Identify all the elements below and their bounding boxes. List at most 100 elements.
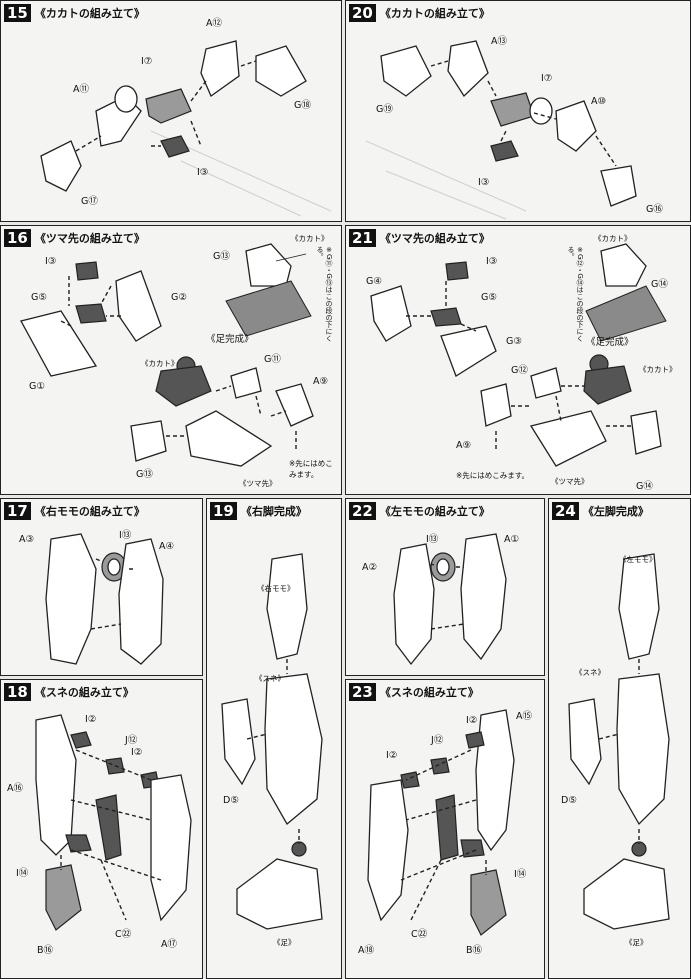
step-title: 《ツマ先の組み立て》 [379,232,490,245]
part-g16 [600,165,637,207]
step-23-header: 23 《スネの組み立て》 [349,683,479,701]
label-d5: D⑤ [561,795,577,806]
step-title: 《スネの組み立て》 [34,686,134,699]
step-22-header: 22 《左モモの組み立て》 [349,502,490,520]
step-title: 《左脚完成》 [582,505,649,518]
part-i3 [75,261,99,281]
step-title: 《左モモの組み立て》 [379,505,490,518]
part-b16 [45,864,82,931]
part-detail-heel [600,243,647,287]
label-a12: A⑫ [206,18,222,29]
label-a10: A⑩ [591,96,607,107]
label-a13: A⑬ [491,36,507,47]
label-c22: C㉒ [411,929,428,940]
label-a1: A① [504,534,520,545]
step-18-header: 18 《スネの組み立て》 [4,683,134,701]
part-a15 [475,709,515,852]
part-a10 [555,100,597,152]
label-foot: 《足》 [273,938,296,947]
label-a17: A⑰ [161,939,177,950]
label-g5: G⑤ [481,292,497,303]
step-title: 《スネの組み立て》 [379,686,479,699]
label-j12: J⑫ [431,735,444,746]
sub-title-foot-complete: 《足完成》 [586,337,634,348]
label-right-thigh: 《右モモ》 [257,584,295,593]
step-20-panel: 20 《カカトの組み立て》 A⑬ I⑦ A⑩ G⑲ I③ G⑯ [345,0,691,222]
part-shin [264,673,323,825]
part-i3 [160,135,190,158]
part-a3 [45,533,97,665]
label-kakato-detail: 《カカト》 [291,234,329,243]
step-24-illustration [568,553,670,930]
label-shin: 《スネ》 [575,668,605,677]
label-i3: I③ [197,167,209,178]
label-g14: G⑭ [636,481,653,492]
label-g17: G⑰ [81,196,98,207]
label-i3: I③ [45,256,57,267]
part-j12 [430,757,450,775]
label-i7: I⑦ [541,73,553,84]
step-21-illustration [370,243,667,467]
label-d5: D⑤ [223,795,239,806]
step-15-illustration [40,40,332,217]
note-insert-first: ※先にはめこみます。 [456,471,530,480]
part-shin [616,673,670,826]
label-g3: G③ [506,336,522,347]
label-kakato: 《カカト》 [141,359,179,368]
label-g1: G① [29,381,45,392]
label-g18: G⑱ [294,100,311,111]
label-g13: G⑬ [136,469,153,480]
part-kakato [583,365,632,405]
part-a2 [393,543,435,666]
label-tsumasaki: 《ツマ先》 [551,477,589,486]
part-g14 [630,410,662,455]
step-title: 《カカトの組み立て》 [34,7,145,20]
step-17-panel: 17 《右モモの組み立て》 A③ I⑬ A④ [0,498,203,676]
part-kakato [155,365,212,407]
label-a15: A⑮ [516,711,532,722]
step-title: 《右脚完成》 [240,505,307,518]
label-g19: G⑲ [376,104,393,115]
label-i3: I③ [478,177,490,188]
label-shin: 《スネ》 [255,674,285,683]
part-a1 [460,533,507,661]
step-20-header: 20 《カカトの組み立て》 [349,4,490,22]
step-number: 21 [349,229,376,247]
label-a4: A④ [159,541,175,552]
part-a16 [35,714,77,856]
part-a17 [150,774,192,922]
label-b16: B⑯ [466,945,483,956]
label-i2-top: I② [85,714,97,725]
step-21-panel: 21 《ツマ先の組み立て》 I③ G④ G⑤ G③ 《カカト》 G⑭ ※G⑫・G… [345,225,691,495]
note-g11-g13: ※G⑪・G⑬はこの段の下にくる。 [316,246,333,342]
step-18-illustration [35,714,192,931]
label-j12: J⑫ [125,735,138,746]
part-g5 [75,303,107,324]
part-i2-left [400,771,420,789]
part-right-thigh [266,553,308,660]
part-i2-left [70,731,92,749]
label-g5: G⑤ [31,292,47,303]
label-a16: A⑯ [7,783,23,794]
step-number: 16 [4,229,31,247]
step-number: 19 [210,502,237,520]
part-i14 [65,834,92,853]
part-a13 [447,40,489,98]
step-number: 17 [4,502,31,520]
shading-ground [225,280,312,337]
label-i2-left: I② [386,750,398,761]
step-21-header: 21 《ツマ先の組み立て》 [349,229,490,247]
step-title: 《ツマ先の組み立て》 [34,232,145,245]
step-19-illustration [221,553,323,930]
label-i14: I⑭ [16,868,29,879]
step-17-illustration [45,533,164,665]
part-d5 [568,698,602,786]
part-detail-heel [245,243,292,287]
label-g16: G⑯ [646,204,663,215]
step-24-panel: 24 《左脚完成》 《左モモ》 《スネ》 D⑤ 《足》 [548,498,691,979]
part-tsumasaki [185,410,273,467]
label-tsumasaki: 《ツマ先》 [239,479,277,488]
label-i3: I③ [486,256,498,267]
sub-title-foot-complete: 《足完成》 [206,334,254,345]
step-16-panel: 16 《ツマ先の組み立て》 I③ G⑤ G② G① 《カカト》 G⑬ ※G⑪・G… [0,225,342,495]
